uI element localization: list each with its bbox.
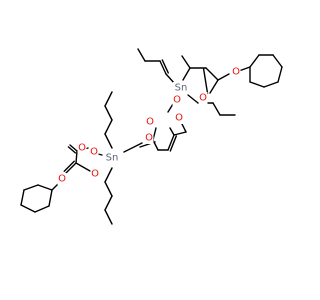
double-bond-2 xyxy=(169,135,178,152)
bond-49 xyxy=(20,189,25,206)
bond-50 xyxy=(20,204,36,213)
atom-background xyxy=(57,173,67,185)
bond-5 xyxy=(263,81,279,88)
bond-9 xyxy=(209,79,219,94)
oxygen-atom-label: O xyxy=(78,143,86,154)
atom-background xyxy=(144,132,154,144)
bond-12 xyxy=(181,55,191,69)
atom-background xyxy=(174,112,184,124)
bond-48 xyxy=(23,184,39,191)
bond-10 xyxy=(205,67,219,81)
bond-1 xyxy=(249,54,260,68)
oxygen-atom-label: O xyxy=(199,93,207,104)
oxygen-atom-label: O xyxy=(91,169,99,180)
bond-13 xyxy=(182,67,191,81)
bond-42 xyxy=(69,144,78,152)
bond-36 xyxy=(104,167,113,183)
bond-layer xyxy=(20,48,283,225)
oxygen-atom-label: O xyxy=(90,147,98,158)
atom-background xyxy=(198,92,208,104)
atom-background xyxy=(145,116,155,128)
bond-18 xyxy=(137,48,146,62)
bond-33 xyxy=(104,119,113,135)
bond-32 xyxy=(104,133,113,149)
bond-34 xyxy=(104,105,113,121)
bond-43 xyxy=(75,150,78,164)
bond-39 xyxy=(104,209,113,225)
bond-35 xyxy=(104,91,113,107)
bond-19 xyxy=(187,94,199,104)
bond-8 xyxy=(217,73,230,81)
oxygen-atom-label: O xyxy=(58,174,66,185)
oxygen-atom-label: O xyxy=(175,113,183,124)
bond-21 xyxy=(212,102,221,116)
bond-16 xyxy=(159,60,167,75)
oxygen-atom-label: O xyxy=(146,117,154,128)
atom-background xyxy=(231,66,241,78)
double-bond-4 xyxy=(67,146,77,154)
double-bond-3 xyxy=(63,160,75,172)
bond-3 xyxy=(272,54,283,68)
atom-background xyxy=(90,168,100,180)
tin-atom-label: Sn xyxy=(106,153,119,164)
bond-28 xyxy=(152,139,159,151)
atom-background xyxy=(172,94,182,106)
oxygen-atom-label: O xyxy=(145,133,153,144)
oxygen-atom-label: O xyxy=(173,95,181,106)
double-bond-1 xyxy=(161,59,169,74)
bond-6 xyxy=(249,81,265,88)
bond-4 xyxy=(277,66,283,83)
double-bond-0 xyxy=(202,67,209,95)
bond-31 xyxy=(123,142,143,153)
tin-atom-label: Sn xyxy=(175,83,188,94)
bond-24 xyxy=(173,131,187,136)
bond-26 xyxy=(167,134,175,151)
bond-25 xyxy=(169,127,175,136)
bond-52 xyxy=(48,189,53,207)
atom-background xyxy=(77,142,87,154)
atom-background xyxy=(173,82,189,94)
atom-background xyxy=(89,146,99,158)
atom-background xyxy=(104,152,120,164)
bond-14 xyxy=(167,103,174,113)
oxygen-atom-label: O xyxy=(232,67,240,78)
bond-51 xyxy=(34,205,50,213)
bond-44 xyxy=(65,162,77,174)
bond-47 xyxy=(37,184,53,191)
bond-38 xyxy=(104,195,113,211)
bond-45 xyxy=(75,162,91,172)
bond-37 xyxy=(104,181,113,197)
